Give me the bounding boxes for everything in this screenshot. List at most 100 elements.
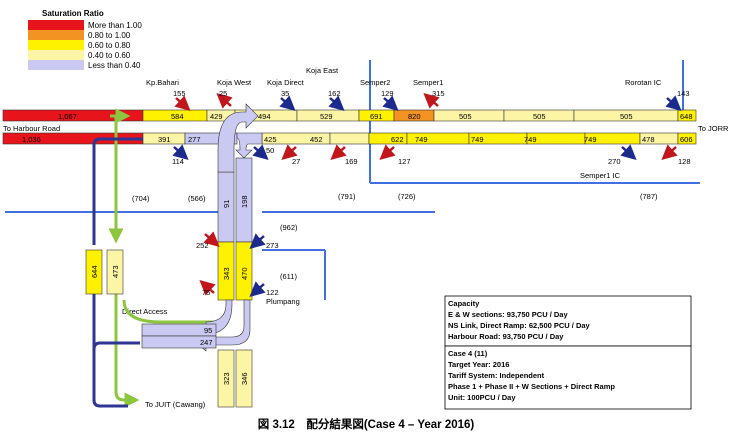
upper-seg-value: 429 (210, 112, 223, 121)
lower-seg (329, 132, 370, 145)
case-line: Case 4 (11) (448, 349, 488, 358)
ramp-value: 155 (173, 89, 186, 98)
upper-seg-value: 494 (258, 112, 271, 121)
loop-arrow-blue (92, 399, 128, 408)
ramp-arrows-upper (174, 93, 682, 111)
loop-arrow-blue (92, 341, 140, 350)
label-to-juit: To JUIT (Cawang) (145, 400, 206, 409)
ramp-arrow-red (174, 95, 191, 111)
ns-side-value: 122 (266, 288, 279, 297)
ramp-value: 27 (292, 157, 300, 166)
label-plumpang: Plumpang (266, 297, 300, 306)
lower-seg-value: 425 (264, 135, 277, 144)
legend-swatch-red (28, 20, 84, 30)
legend-swatch-orange (28, 30, 84, 40)
label-koja-direct: Koja Direct (267, 78, 305, 87)
loop-arrow-green (114, 290, 140, 408)
label-semper2: Semper2 (360, 78, 390, 87)
ramp-arrow-red (203, 231, 220, 247)
arterial-volume: (787) (640, 192, 658, 201)
koja-interchange-curve (217, 103, 259, 173)
koja-interchange-curve (235, 132, 263, 159)
left-vertical-pair: 644 473 (85, 249, 124, 295)
ns-link-value: 198 (240, 195, 249, 208)
loop-arrow-blue (92, 137, 143, 245)
capacity-line: Capacity (448, 299, 480, 308)
capacity-line: NS Link, Direct Ramp: 62,500 PCU / Day (448, 321, 591, 330)
ramp-arrow-red (661, 144, 678, 160)
ramp-arrow-red (216, 93, 233, 109)
arterial-volume: (611) (280, 272, 297, 281)
lower-seg-value: 749 (584, 135, 597, 144)
harbour-road-upper-value: 1,067 (58, 112, 77, 121)
direct-access-value: 95 (204, 326, 212, 335)
vertical-link (106, 249, 124, 295)
ns-link-value: 323 (222, 372, 231, 385)
ramp-value: 35 (281, 89, 289, 98)
arterial-volume: (726) (398, 192, 416, 201)
ramp-value: 129 (381, 89, 394, 98)
case-line: Target Year: 2016 (448, 360, 509, 369)
lower-seg (184, 132, 238, 145)
case-line: Phase 1 + Phase II + W Sections + Direct… (448, 382, 615, 391)
ramp-value: 270 (608, 157, 621, 166)
ns-link-value: 346 (240, 372, 249, 385)
vertical-link (85, 249, 103, 295)
arterial-volume: (791) (338, 192, 356, 201)
ramp-value: 128 (678, 157, 691, 166)
lower-seg-value: 749 (415, 135, 428, 144)
label-koja-west: Koja West (217, 78, 252, 87)
label-kp-bahari: Kp.Bahari (146, 78, 179, 87)
ramp-value: 143 (677, 89, 690, 98)
lower-seg-value: 277 (188, 135, 201, 144)
case-box (444, 345, 692, 410)
lower-seg-end (677, 132, 697, 145)
upper-seg-value: 648 (680, 112, 693, 121)
direct-access-value: 247 (200, 338, 213, 347)
ns-side-value: 273 (266, 241, 279, 250)
ramp-value: 169 (345, 157, 358, 166)
upper-seg-value: 691 (370, 112, 383, 121)
capacity-line: E & W sections: 93,750 PCU / Day (448, 310, 568, 319)
label-to-harbour-road: To Harbour Road (3, 124, 60, 133)
lower-seg-value: 452 (310, 135, 323, 144)
upper-seg-value: 505 (533, 112, 546, 121)
lower-seg-value: 478 (642, 135, 655, 144)
lower-seg-value: 606 (680, 135, 693, 144)
case-line: Tariff System: Independent (448, 371, 545, 380)
label-koja-east: Koja East (306, 66, 339, 75)
legend-label: 0.80 to 1.00 (88, 31, 131, 40)
upper-road: 1,067 584 429 494 529 691 820 505 505 50… (2, 109, 697, 122)
ramp-arrow-red (379, 144, 396, 160)
arterial-volume: (962) (280, 223, 298, 232)
capacity-box (444, 295, 692, 347)
ramp-arrow-blue (328, 95, 345, 111)
ramp-arrow-blue (382, 95, 399, 111)
legend-label: 0.40 to 0.60 (88, 51, 131, 60)
vertical-link-value: 473 (111, 265, 120, 278)
case-line: Unit: 100PCU / Day (448, 393, 516, 402)
upper-seg-end (677, 109, 697, 122)
ns-link: 91 198 343 470 323 346 (217, 157, 253, 408)
loop-arrow-green (122, 299, 226, 324)
upper-seg-value: 529 (320, 112, 333, 121)
figure-caption: 図 3.12 配分結果図(Case 4 – Year 2016) (258, 417, 475, 431)
legend-swatch-light-yellow (28, 50, 84, 60)
ramp-arrow-red (423, 93, 440, 109)
legend-label: More than 1.00 (88, 21, 142, 30)
ramp-arrow-red (281, 144, 298, 160)
ramp-arrow-red (199, 280, 216, 296)
ramp-arrow-blue (279, 95, 296, 111)
label-rorotan-ic: Rorotan IC (625, 78, 662, 87)
ns-link-lower-right (235, 349, 253, 408)
ramp-values-lower: 114 50 27 169 127 270 128 (172, 146, 691, 166)
ramp-arrow-blue (252, 144, 269, 160)
ramp-value: 162 (328, 89, 341, 98)
lower-seg-value: 749 (471, 135, 484, 144)
capacity-line: Harbour Road: 93,750 PCU / Day (448, 332, 564, 341)
upper-seg-value: 584 (171, 112, 184, 121)
arterial-volume: (704) (132, 194, 150, 203)
upper-seg-value: 505 (620, 112, 633, 121)
ns-side-value: 75 (202, 288, 210, 297)
arterial-volumes: (704) (566) (791) (726) (787) (962) (611… (132, 192, 658, 281)
